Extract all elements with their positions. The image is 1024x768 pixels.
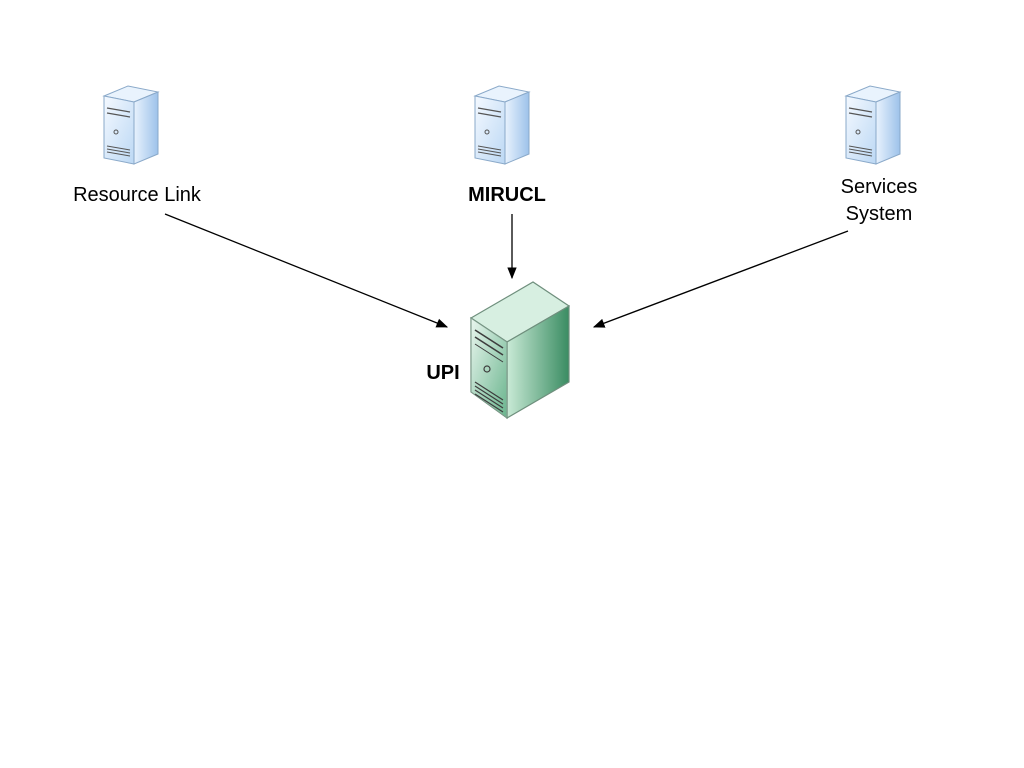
services-system-server[interactable] <box>844 85 902 165</box>
edge-services-system-to-upi <box>592 230 849 328</box>
server-icon <box>469 281 571 420</box>
edge-resource-link-to-upi <box>164 213 449 328</box>
mirucl-label: MIRUCL <box>468 184 546 206</box>
resource-link-server[interactable] <box>102 85 160 165</box>
server-icon <box>844 85 902 165</box>
upi-server[interactable] <box>469 281 571 420</box>
resource-link-label: Resource Link <box>73 184 202 206</box>
server-icon <box>473 85 531 165</box>
upi-label: UPI <box>426 362 459 384</box>
services-system-label-line1: Services <box>841 176 918 198</box>
mirucl-server[interactable] <box>473 85 531 165</box>
server-icon <box>102 85 160 165</box>
services-system-label-line2: System <box>846 203 913 225</box>
